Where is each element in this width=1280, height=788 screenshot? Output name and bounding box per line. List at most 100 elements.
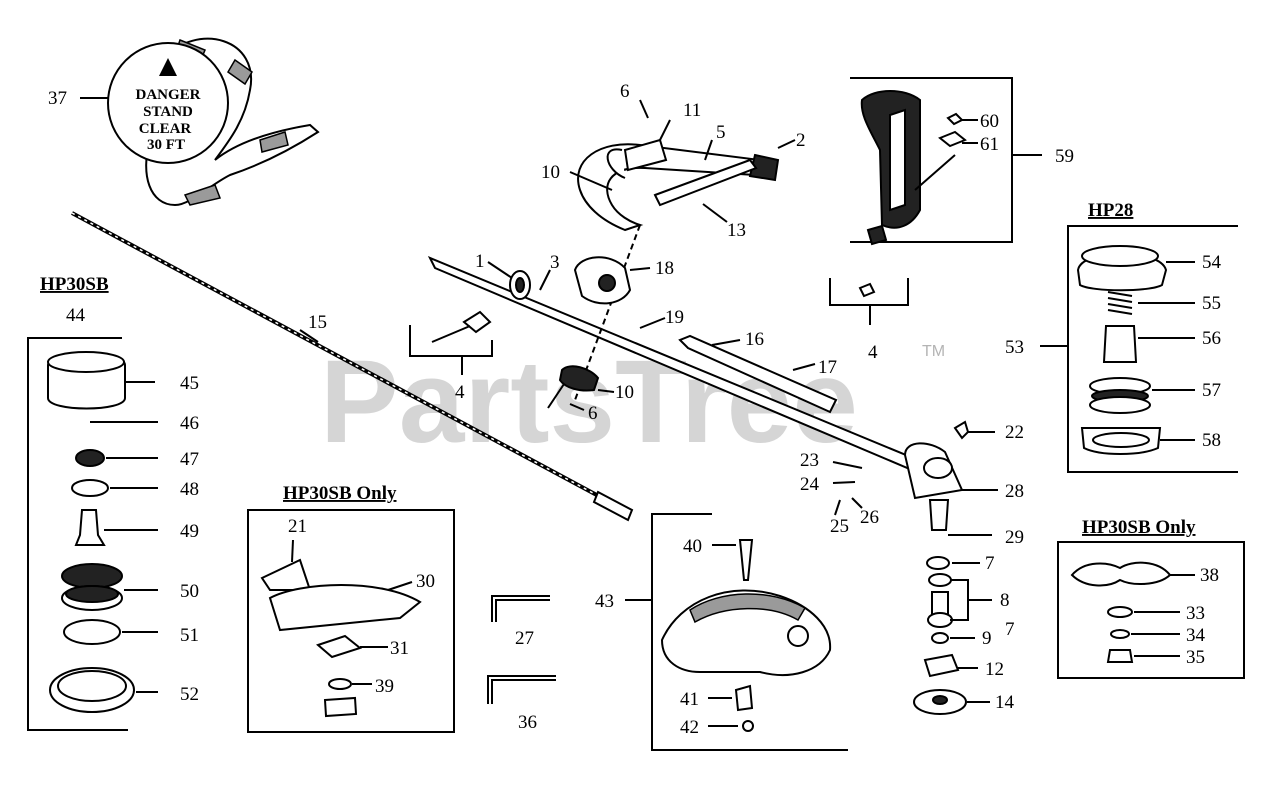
part-label-14[interactable]: 14: [995, 692, 1015, 713]
part-56-bushing[interactable]: [1102, 325, 1138, 363]
part-label-52[interactable]: 52: [180, 684, 199, 705]
part-35-nut[interactable]: [1106, 649, 1134, 663]
part-16-17-shaft-sleeve[interactable]: [678, 334, 838, 414]
part-54-knob[interactable]: [1076, 245, 1168, 292]
part-28-gear-head[interactable]: [903, 442, 964, 531]
part-51-hub[interactable]: [63, 619, 121, 645]
part-label-33[interactable]: 33: [1186, 603, 1205, 624]
part-label-21[interactable]: 21: [288, 516, 307, 537]
part-21-guard-plate[interactable]: [260, 558, 312, 591]
part-10-lower-clamp[interactable]: [547, 365, 600, 409]
part-58-housing[interactable]: [1080, 427, 1162, 455]
part-label-19[interactable]: 19: [665, 307, 684, 328]
part-label-7-bottom[interactable]: 7: [1005, 619, 1015, 640]
part-label-10-top[interactable]: 10: [541, 162, 560, 183]
part-1-handle-loop[interactable]: [509, 270, 531, 300]
part-label-39[interactable]: 39: [375, 676, 394, 697]
part-label-58[interactable]: 58: [1202, 430, 1221, 451]
part-label-15[interactable]: 15: [308, 312, 327, 333]
part-label-23[interactable]: 23: [800, 450, 819, 471]
part-30-blade-guard[interactable]: [268, 584, 422, 632]
part-31-plate[interactable]: [316, 634, 363, 659]
part-55-spring[interactable]: [1107, 291, 1133, 315]
part-label-26[interactable]: 26: [860, 507, 879, 528]
part-label-6-top[interactable]: 6: [620, 81, 630, 102]
part-label-17[interactable]: 17: [818, 357, 837, 378]
part-48-washer[interactable]: [71, 479, 109, 497]
part-label-40[interactable]: 40: [683, 536, 702, 557]
part-label-57[interactable]: 57: [1202, 380, 1221, 401]
part-59-rear-handle-box[interactable]: [850, 77, 1013, 246]
part-label-13[interactable]: 13: [727, 220, 746, 241]
part-34-lock-washer[interactable]: [1110, 629, 1130, 639]
part-label-4-left[interactable]: 4: [455, 382, 465, 403]
part-label-41[interactable]: 41: [680, 689, 699, 710]
part-label-27[interactable]: 27: [515, 628, 534, 649]
part-label-25[interactable]: 25: [830, 516, 849, 537]
part-15-drive-cable[interactable]: [71, 211, 634, 522]
part-label-8[interactable]: 8: [1000, 590, 1010, 611]
part-label-56[interactable]: 56: [1202, 328, 1221, 349]
part-label-30[interactable]: 30: [416, 571, 435, 592]
part-label-50[interactable]: 50: [180, 581, 199, 602]
part-4-bracket-right[interactable]: [829, 278, 909, 306]
part-39-washer[interactable]: [328, 678, 352, 690]
part-41-blade[interactable]: [734, 684, 754, 712]
part-18-handle-clamp[interactable]: [573, 256, 632, 305]
part-33-washer[interactable]: [1107, 606, 1133, 618]
part-label-2[interactable]: 2: [796, 130, 806, 151]
part-50-spool[interactable]: [61, 563, 123, 611]
part-label-36[interactable]: 36: [518, 712, 537, 733]
part-label-18[interactable]: 18: [655, 258, 674, 279]
part-label-28[interactable]: 28: [1005, 481, 1024, 502]
part-label-24[interactable]: 24: [800, 474, 820, 495]
part-57-spool[interactable]: [1089, 377, 1151, 414]
part-43-line-guard[interactable]: [660, 589, 832, 676]
part-label-5[interactable]: 5: [716, 122, 726, 143]
part-label-49[interactable]: 49: [180, 521, 199, 542]
part-label-47[interactable]: 47: [180, 449, 199, 470]
part-label-16[interactable]: 16: [745, 329, 764, 350]
part-label-59[interactable]: 59: [1055, 146, 1074, 167]
part-52-housing[interactable]: [49, 667, 135, 713]
part-label-35[interactable]: 35: [1186, 647, 1205, 668]
part-label-7-top[interactable]: 7: [985, 553, 995, 574]
part-label-3[interactable]: 3: [550, 252, 560, 273]
part-36-hex-key[interactable]: [487, 675, 556, 704]
part-label-31[interactable]: 31: [390, 638, 409, 659]
part-45-spool-cover[interactable]: [47, 351, 126, 410]
part-label-60[interactable]: 60: [980, 111, 999, 132]
part-blade-nut[interactable]: [323, 696, 358, 718]
part-label-1[interactable]: 1: [475, 251, 485, 272]
part-label-54[interactable]: 54: [1202, 252, 1222, 273]
part-label-51[interactable]: 51: [180, 625, 199, 646]
part-label-38[interactable]: 38: [1200, 565, 1219, 586]
part-label-37[interactable]: 37: [48, 88, 67, 109]
part-label-11[interactable]: 11: [683, 100, 701, 121]
part-label-45[interactable]: 45: [180, 373, 199, 394]
part-42-screw[interactable]: [742, 720, 754, 732]
part-49-eyelet[interactable]: [74, 509, 106, 546]
part-label-42[interactable]: 42: [680, 717, 699, 738]
part-label-22[interactable]: 22: [1005, 422, 1024, 443]
part-label-46[interactable]: 46: [180, 413, 199, 434]
part-label-55[interactable]: 55: [1202, 293, 1221, 314]
part-label-43[interactable]: 43: [595, 591, 614, 612]
part-4-bracket-assembly[interactable]: [409, 310, 493, 357]
part-label-48[interactable]: 48: [180, 479, 199, 500]
part-27-hex-key[interactable]: [491, 595, 550, 622]
part-38-hub-plate[interactable]: [1070, 561, 1172, 587]
part-label-61[interactable]: 61: [980, 134, 999, 155]
part-13-handle[interactable]: [577, 138, 780, 232]
part-37-harness-strap[interactable]: [107, 37, 320, 207]
part-label-12[interactable]: 12: [985, 659, 1004, 680]
part-label-53[interactable]: 53: [1005, 337, 1024, 358]
part-47-spring[interactable]: [75, 449, 105, 467]
part-label-44[interactable]: 44: [66, 305, 86, 326]
part-label-6-bottom[interactable]: 6: [588, 403, 598, 424]
part-arbor-stack[interactable]: [913, 556, 967, 715]
part-label-34[interactable]: 34: [1186, 625, 1206, 646]
part-label-10-bottom[interactable]: 10: [615, 382, 634, 403]
part-label-9[interactable]: 9: [982, 628, 992, 649]
part-label-4-right[interactable]: 4: [868, 342, 878, 363]
